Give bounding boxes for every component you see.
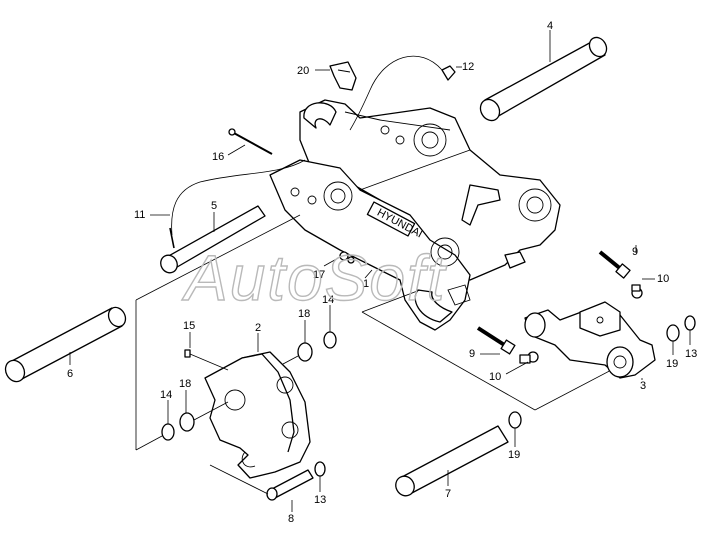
ring-14-right bbox=[323, 331, 337, 349]
part-10-fitting-lower bbox=[519, 351, 539, 364]
part-5-pin bbox=[160, 205, 266, 274]
part-4-pin bbox=[479, 36, 608, 122]
part-6-pin bbox=[4, 306, 127, 383]
callout-1: 1 bbox=[363, 278, 369, 290]
callout-17: 17 bbox=[313, 269, 325, 281]
callout-labels: 1 2 3 4 5 6 7 8 9 9 10 10 11 12 13 13 14… bbox=[67, 20, 697, 525]
ring-14-left bbox=[161, 423, 175, 441]
callout-2: 2 bbox=[255, 322, 261, 334]
part-9-fitting-top bbox=[598, 250, 631, 279]
callout-9-top: 9 bbox=[632, 246, 638, 258]
part-17-nut bbox=[339, 251, 355, 264]
callout-14-left: 14 bbox=[160, 389, 172, 401]
ring-19-right bbox=[666, 324, 680, 342]
part-15-nipple bbox=[184, 349, 229, 371]
main-frame: HYUNDAI bbox=[269, 99, 561, 331]
part-16-bolt bbox=[228, 128, 273, 155]
callout-5: 5 bbox=[211, 200, 217, 212]
part-3-cylinder bbox=[524, 301, 656, 379]
callout-18-left: 18 bbox=[179, 378, 191, 390]
callout-16: 16 bbox=[212, 151, 224, 163]
callout-10-lower: 10 bbox=[489, 371, 501, 383]
callout-13-right: 13 bbox=[685, 348, 697, 360]
callout-8: 8 bbox=[288, 513, 294, 525]
callout-7: 7 bbox=[445, 488, 451, 500]
callout-18-right: 18 bbox=[298, 308, 310, 320]
callout-11: 11 bbox=[134, 209, 145, 221]
callout-12: 12 bbox=[462, 61, 474, 73]
callout-13-lower: 13 bbox=[314, 494, 326, 506]
callout-9-lower: 9 bbox=[469, 348, 475, 360]
ring-19-lower bbox=[508, 411, 522, 429]
callout-10-top: 10 bbox=[657, 273, 669, 285]
callout-14-right: 14 bbox=[322, 294, 334, 306]
callout-20: 20 bbox=[297, 65, 309, 77]
callout-3: 3 bbox=[640, 380, 646, 392]
ring-13-right bbox=[684, 315, 696, 331]
part-8-pin bbox=[266, 469, 314, 501]
watermark-text: AutoSoft bbox=[181, 242, 447, 314]
part-2-latch bbox=[204, 351, 311, 479]
ring-18-right bbox=[297, 342, 313, 362]
callout-6: 6 bbox=[67, 368, 73, 380]
ring-13-lower bbox=[314, 461, 326, 477]
part-9-fitting-lower bbox=[476, 326, 516, 355]
ring-18-left bbox=[179, 412, 195, 432]
callout-4: 4 bbox=[547, 20, 553, 32]
callout-15: 15 bbox=[183, 320, 195, 332]
leader-lines bbox=[69, 30, 691, 512]
callout-19-right: 19 bbox=[666, 358, 678, 370]
part-7-pin bbox=[395, 425, 509, 497]
part-12-clip bbox=[441, 65, 456, 81]
callout-19-lower: 19 bbox=[508, 449, 520, 461]
part-20-clip bbox=[329, 61, 357, 91]
part-10-fitting-top bbox=[631, 284, 643, 299]
